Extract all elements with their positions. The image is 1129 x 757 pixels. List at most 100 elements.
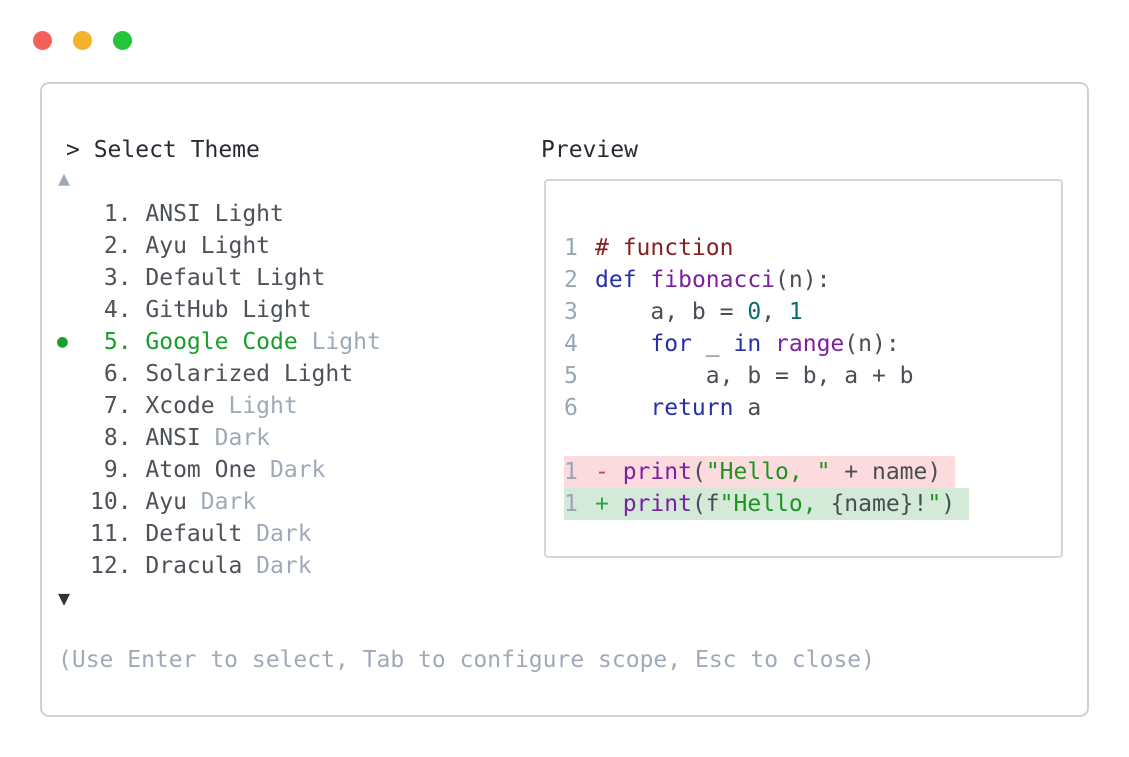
help-text: (Use Enter to select, Tab to configure s… <box>58 647 875 673</box>
code-text: a, b = 0, 1 <box>595 299 803 325</box>
theme-item-2[interactable]: 2. Ayu Light <box>90 230 381 262</box>
theme-item-variant: Dark <box>242 521 312 547</box>
code-text: # function <box>595 235 733 261</box>
line-number: 1 <box>564 491 578 517</box>
scroll-up-indicator-icon[interactable]: ▲ <box>58 166 71 190</box>
code-token: fibonacci <box>650 267 776 293</box>
theme-item-number: 8. <box>90 425 146 451</box>
theme-item-variant: Dark <box>186 489 257 515</box>
theme-item-name: Ayu Light <box>145 233 271 259</box>
code-token: + name) <box>830 459 942 485</box>
line-number: 4 <box>564 331 578 357</box>
close-window-button[interactable] <box>33 31 52 50</box>
theme-item-3[interactable]: 3. Default Light <box>90 262 381 294</box>
code-line: 4 for _ in range(n): <box>564 328 969 360</box>
theme-item-5[interactable]: ● 5. Google Code Light <box>57 326 381 358</box>
theme-item-name: Dracula <box>145 553 243 579</box>
diff-line-added: 1 + print(f"Hello, {name}!") <box>564 488 970 520</box>
minimize-window-button[interactable] <box>73 31 92 50</box>
line-number: 6 <box>564 395 578 421</box>
zoom-window-button[interactable] <box>113 31 132 50</box>
theme-item-number: 11. <box>90 521 146 547</box>
code-token: , <box>761 299 789 325</box>
code-line: 6 return a <box>564 392 969 424</box>
code-line: 5 a, b = b, a + b <box>564 360 969 392</box>
code-token: ) <box>941 491 956 517</box>
line-number: 3 <box>564 299 578 325</box>
code-token: 1 <box>788 299 803 325</box>
selected-bullet-icon: ● <box>57 331 68 352</box>
theme-item-8[interactable]: 8. ANSI Dark <box>90 422 381 454</box>
code-token: _ <box>691 331 734 357</box>
code-text: - print("Hello, " + name) <box>595 459 941 485</box>
theme-item-variant: Dark <box>242 553 312 579</box>
code-token: a, b = b, a + b <box>595 363 914 389</box>
theme-item-name: Default Light <box>145 265 326 291</box>
theme-item-variant: Dark <box>200 425 271 451</box>
theme-item-number: 12. <box>90 553 146 579</box>
theme-item-variant: Dark <box>256 457 326 483</box>
code-token: ( <box>691 459 706 485</box>
code-token: print <box>622 491 692 517</box>
code-token <box>637 267 651 293</box>
code-token: "Hello, <box>719 491 831 517</box>
code-token: " <box>927 491 942 517</box>
code-token: for <box>650 331 692 357</box>
line-number: 1 <box>564 459 578 485</box>
theme-item-name: ANSI <box>145 425 201 451</box>
code-token: # function <box>595 235 734 261</box>
theme-item-12[interactable]: 12. Dracula Dark <box>90 550 381 582</box>
theme-item-number: 1. <box>90 201 146 227</box>
theme-item-10[interactable]: 10. Ayu Dark <box>90 486 381 518</box>
line-number: 2 <box>564 267 578 293</box>
code-token: range <box>775 331 845 357</box>
theme-item-number: 3. <box>90 265 146 291</box>
theme-item-9[interactable]: 9. Atom One Dark <box>90 454 381 486</box>
theme-item-6[interactable]: 6. Solarized Light <box>90 358 381 390</box>
theme-item-name: Google Code <box>145 329 298 355</box>
code-text: def fibonacci(n): <box>595 267 830 293</box>
theme-item-name: Default <box>145 521 243 547</box>
theme-item-number: 4. <box>90 297 146 323</box>
code-text: + print(f"Hello, {name}!") <box>595 491 955 517</box>
theme-item-number: 5. <box>90 329 146 355</box>
code-text: return a <box>595 395 761 421</box>
theme-item-name: Ayu <box>145 489 187 515</box>
preview-label: Preview <box>541 137 638 163</box>
theme-item-number: 6. <box>90 361 146 387</box>
theme-item-4[interactable]: 4. GitHub Light <box>90 294 381 326</box>
code-token: (n): <box>775 267 831 293</box>
theme-item-name: GitHub Light <box>145 297 312 323</box>
code-token: def <box>595 267 637 293</box>
window-controls <box>33 31 132 50</box>
scroll-down-indicator-icon[interactable]: ▼ <box>58 586 71 610</box>
code-line: 3 a, b = 0, 1 <box>564 296 969 328</box>
theme-list: 1. ANSI Light 2. Ayu Light 3. Default Li… <box>57 198 381 582</box>
theme-item-7[interactable]: 7. Xcode Light <box>90 390 381 422</box>
theme-item-name: Atom One <box>145 457 257 483</box>
code-token: {name}! <box>830 491 928 517</box>
diff-sign-icon: + <box>595 491 623 517</box>
line-number: 5 <box>564 363 578 389</box>
code-token: (n): <box>844 331 900 357</box>
code-text: for _ in range(n): <box>595 331 900 357</box>
theme-item-number: 10. <box>90 489 146 515</box>
theme-item-11[interactable]: 11. Default Dark <box>90 518 381 550</box>
code-line: 2 def fibonacci(n): <box>564 264 969 296</box>
theme-item-name: ANSI Light <box>145 201 284 227</box>
theme-picker-panel: > Select Theme Preview ▲ 1. ANSI Light 2… <box>40 82 1089 717</box>
theme-item-number: 9. <box>90 457 146 483</box>
theme-item-1[interactable]: 1. ANSI Light <box>90 198 381 230</box>
code-token: print <box>622 459 692 485</box>
code-token: 0 <box>747 299 762 325</box>
code-token: (f <box>691 491 720 517</box>
theme-item-name: Solarized Light <box>145 361 354 387</box>
code-token: a, b = <box>595 299 748 325</box>
theme-item-name: Xcode <box>145 393 215 419</box>
theme-item-variant: Light <box>214 393 298 419</box>
code-line: 1# function <box>564 232 969 264</box>
theme-item-number: 7. <box>90 393 146 419</box>
